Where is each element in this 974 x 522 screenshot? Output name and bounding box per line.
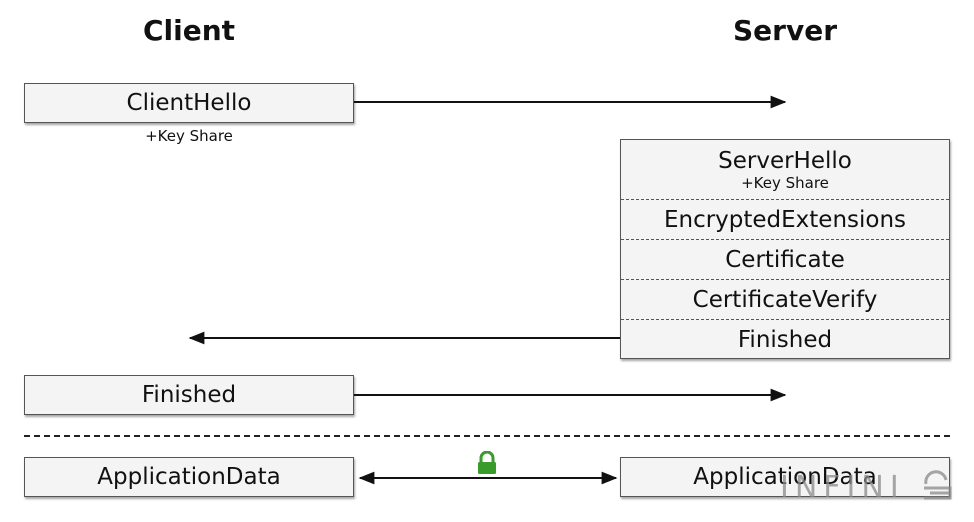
certificate-row: Certificate (621, 240, 949, 280)
client-finished-box: Finished (24, 375, 354, 415)
divider-line (24, 435, 950, 437)
server-hello-key-share-note: +Key Share (741, 173, 829, 192)
server-finished-row: Finished (737, 327, 833, 353)
server-application-data-box: ApplicationData (620, 457, 950, 497)
server-hello-row: ServerHello +Key Share (621, 140, 949, 200)
client-application-data-box: ApplicationData (24, 457, 354, 497)
client-hello-box: ClientHello (24, 83, 354, 123)
server-message-stack: ServerHello +Key Share EncryptedExtensio… (620, 139, 950, 359)
encrypted-extensions-row: EncryptedExtensions (621, 200, 949, 240)
lock-icon (478, 451, 496, 474)
infini-logo-text: INFINI (780, 470, 905, 505)
certificate-verify-row: CertificateVerify (621, 280, 949, 320)
client-heading: Client (142, 14, 236, 47)
server-hello-label: ServerHello (718, 147, 852, 174)
server-heading: Server (732, 14, 837, 47)
client-hello-key-share-note: +Key Share (145, 127, 233, 145)
infini-logo-icon (924, 470, 952, 500)
